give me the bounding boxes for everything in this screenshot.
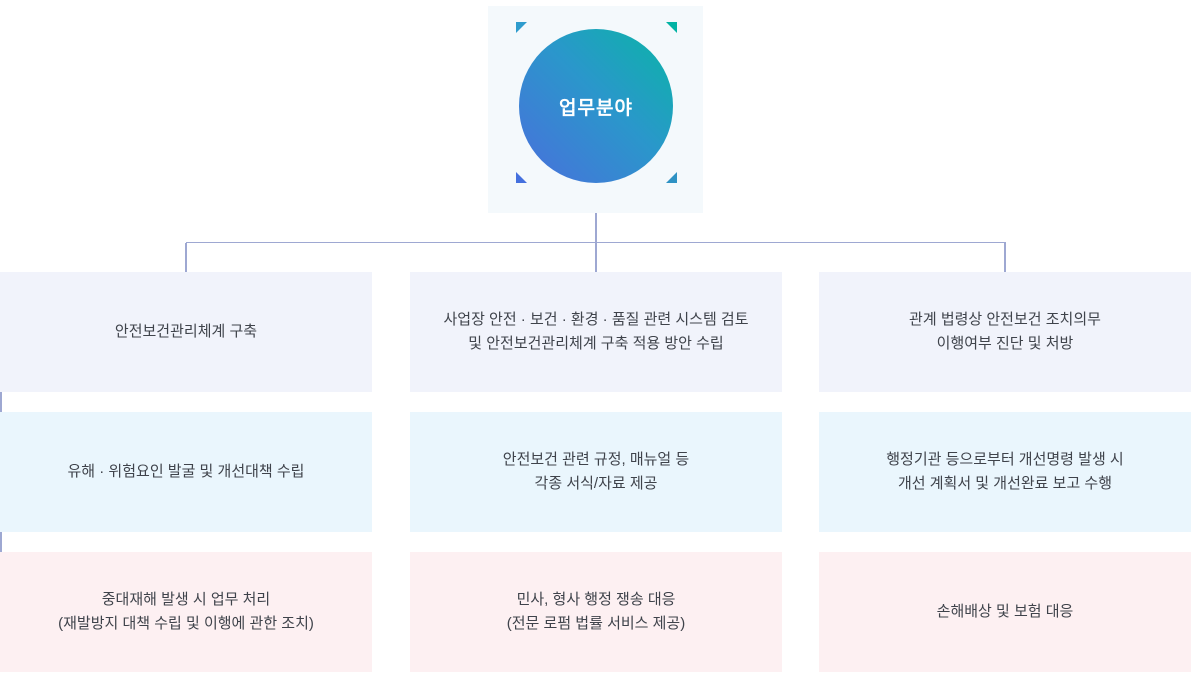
- task-text: (전문 로펌 법률 서비스 제공): [506, 615, 686, 632]
- connector-drop-left: [185, 243, 187, 272]
- task-box: 사업장 안전 · 보건 · 환경 · 품질 관련 시스템 검토 및 안전보건관리…: [410, 272, 782, 392]
- task-text: 관계 법령상 안전보건 조치의무: [909, 311, 1101, 328]
- task-text: 및 안전보건관리체계 구축 적용 방안 수립: [468, 335, 724, 352]
- connector-crossbar: [186, 242, 1006, 243]
- diagram-title: 업무분야: [559, 97, 633, 119]
- task-box: 관계 법령상 안전보건 조치의무 이행여부 진단 및 처방: [819, 272, 1191, 392]
- connector-drop-center: [595, 243, 597, 272]
- task-text: 이행여부 진단 및 처방: [936, 335, 1074, 352]
- connector-gap: [0, 532, 2, 552]
- task-text: 민사, 형사 행정 쟁송 대응: [516, 591, 676, 608]
- task-box: 중대재해 발생 시 업무 처리 (재발방지 대책 수립 및 이행에 관한 조치): [0, 552, 372, 672]
- task-box: 안전보건관리체계 구축: [0, 272, 372, 392]
- corner-bracket-bottom-left-icon: [516, 172, 527, 183]
- task-text: 안전보건관리체계 구축: [114, 323, 258, 340]
- task-text: (재발방지 대책 수립 및 이행에 관한 조치): [58, 615, 314, 632]
- corner-bracket-top-left-icon: [516, 22, 527, 33]
- task-text: 각종 서식/자료 제공: [534, 475, 658, 492]
- task-box: 손해배상 및 보험 대응: [819, 552, 1191, 672]
- connector-gap: [0, 392, 2, 412]
- corner-bracket-bottom-right-icon: [666, 172, 677, 183]
- connector-drop-right: [1004, 243, 1006, 272]
- task-text: 안전보건 관련 규정, 매뉴얼 등: [502, 451, 690, 468]
- corner-bracket-top-right-icon: [666, 22, 677, 33]
- task-box: 민사, 형사 행정 쟁송 대응 (전문 로펌 법률 서비스 제공): [410, 552, 782, 672]
- task-text: 손해배상 및 보험 대응: [936, 603, 1074, 620]
- task-box: 안전보건 관련 규정, 매뉴얼 등 각종 서식/자료 제공: [410, 412, 782, 532]
- task-box: 행정기관 등으로부터 개선명령 발생 시 개선 계획서 및 개선완료 보고 수행: [819, 412, 1191, 532]
- task-text: 유해 · 위험요인 발굴 및 개선대책 수립: [67, 463, 305, 480]
- connector-stem: [595, 213, 597, 243]
- task-text: 사업장 안전 · 보건 · 환경 · 품질 관련 시스템 검토: [443, 311, 749, 328]
- center-circle: 업무분야: [519, 29, 673, 183]
- task-text: 행정기관 등으로부터 개선명령 발생 시: [886, 451, 1124, 468]
- task-text: 중대재해 발생 시 업무 처리: [101, 591, 271, 608]
- task-box: 유해 · 위험요인 발굴 및 개선대책 수립: [0, 412, 372, 532]
- task-text: 개선 계획서 및 개선완료 보고 수행: [897, 475, 1113, 492]
